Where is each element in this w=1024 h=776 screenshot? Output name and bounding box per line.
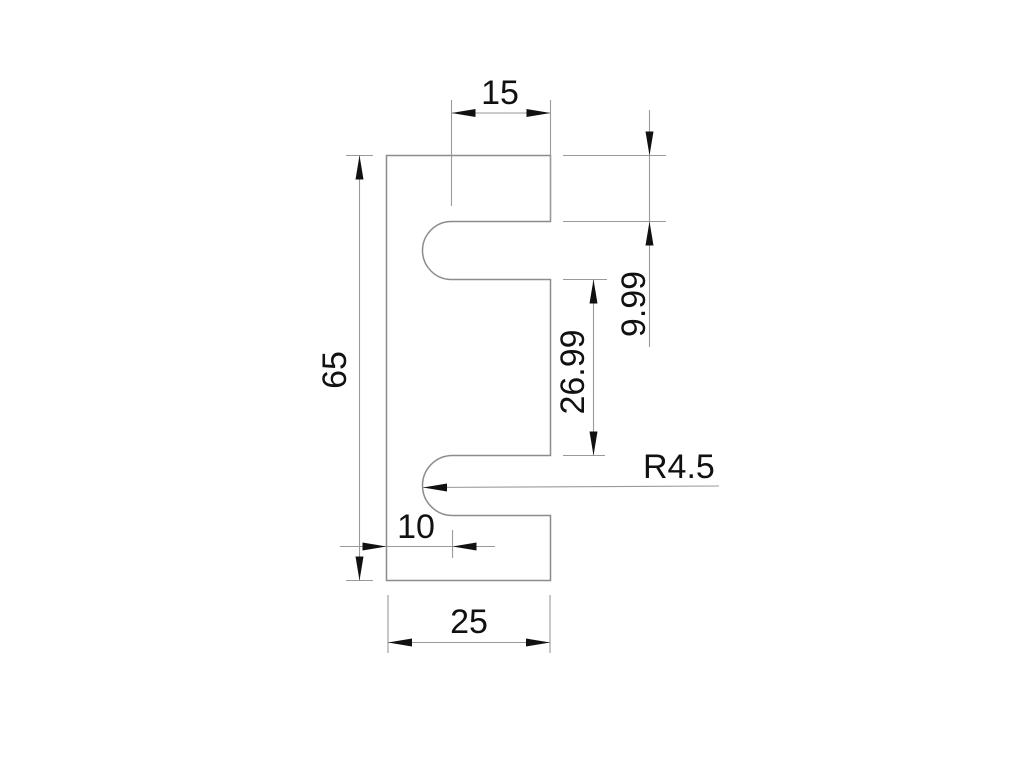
dimension-text: 26.99 — [554, 329, 592, 414]
arrowhead-right-icon — [526, 109, 551, 117]
leader-line — [422, 485, 720, 489]
dimension-text: 9.99 — [615, 271, 653, 337]
dimension-between-slots: 26.99 — [554, 278, 607, 457]
part-outline — [385, 154, 552, 582]
arrowhead-right-icon — [362, 542, 387, 551]
dimension-overall-height: 65 — [316, 154, 373, 582]
part-profile-path — [385, 154, 552, 582]
arrowhead-up-icon — [589, 279, 598, 304]
dimension-text: 10 — [397, 508, 435, 546]
dimension-overall-width: 25 — [387, 595, 551, 653]
dimension-text: 25 — [450, 603, 488, 641]
arrowhead-left-icon — [388, 638, 412, 647]
dimension-text: 15 — [481, 74, 519, 112]
arrowhead-up-icon — [355, 155, 364, 180]
dimension-upper-slot-top-offset: 9.99 — [563, 110, 666, 347]
dimension-lower-slot-depth: 10 — [340, 508, 495, 558]
arrowhead-down-icon — [645, 131, 654, 156]
radius-text: R4.5 — [643, 448, 715, 486]
arrowhead-down-icon — [355, 556, 364, 581]
arrowhead-left-icon — [451, 109, 476, 117]
arrowhead-down-icon — [589, 431, 598, 456]
arrowhead-left-icon — [452, 542, 477, 551]
dimension-text: 65 — [316, 351, 354, 389]
dimension-top-slot-depth: 15 — [450, 74, 552, 219]
arrowhead-up-icon — [645, 221, 654, 246]
arrowhead-left-icon — [423, 483, 447, 492]
radius-callout: R4.5 — [422, 448, 720, 492]
arrowhead-right-icon — [526, 638, 550, 647]
